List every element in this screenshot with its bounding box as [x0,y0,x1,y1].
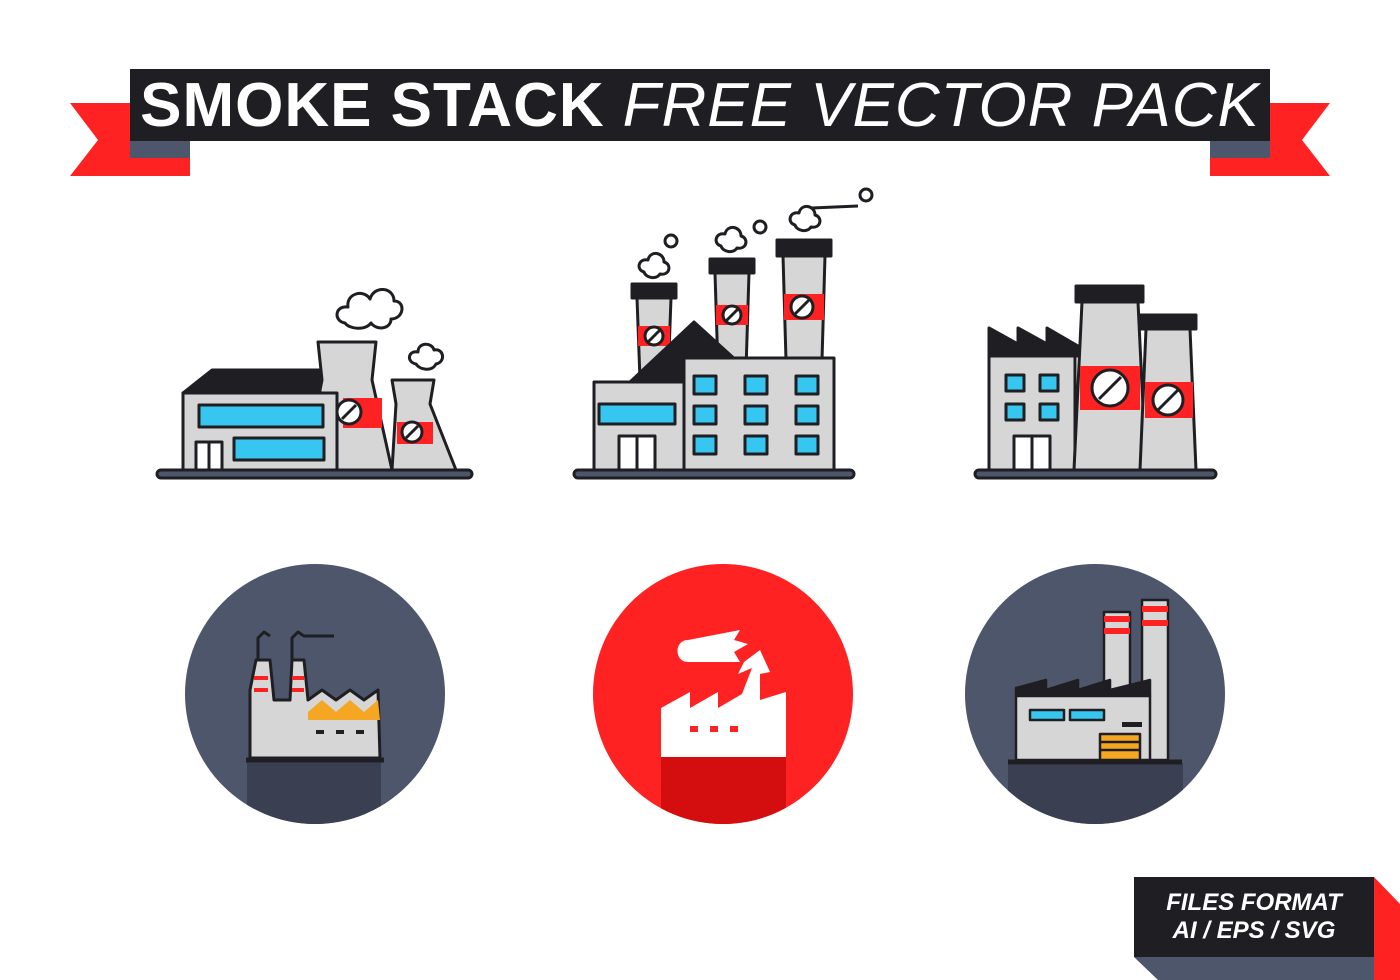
page-title: SMOKE STACK FREE VECTOR PACK [130,69,1270,141]
factory-cooling-towers-icon [155,288,474,480]
factory-three-smokestacks-icon [572,187,874,480]
factory-circle-industrial-icon [965,564,1225,824]
files-format-line2: AI / EPS / SVG [1172,917,1336,944]
title-light: FREE VECTOR PACK [622,70,1260,140]
factory-twin-stacks-icon [973,284,1218,480]
factory-circle-slate-icon [185,564,445,824]
files-format-text: FILES FORMAT AI / EPS / SVG [1134,877,1374,957]
title-banner [70,69,1330,176]
banner-bar [130,69,1270,141]
files-format-line1: FILES FORMAT [1166,889,1342,916]
files-format-badge [1134,877,1400,980]
title-bold: SMOKE STACK [140,70,605,140]
factory-circle-red-icon [593,564,853,824]
